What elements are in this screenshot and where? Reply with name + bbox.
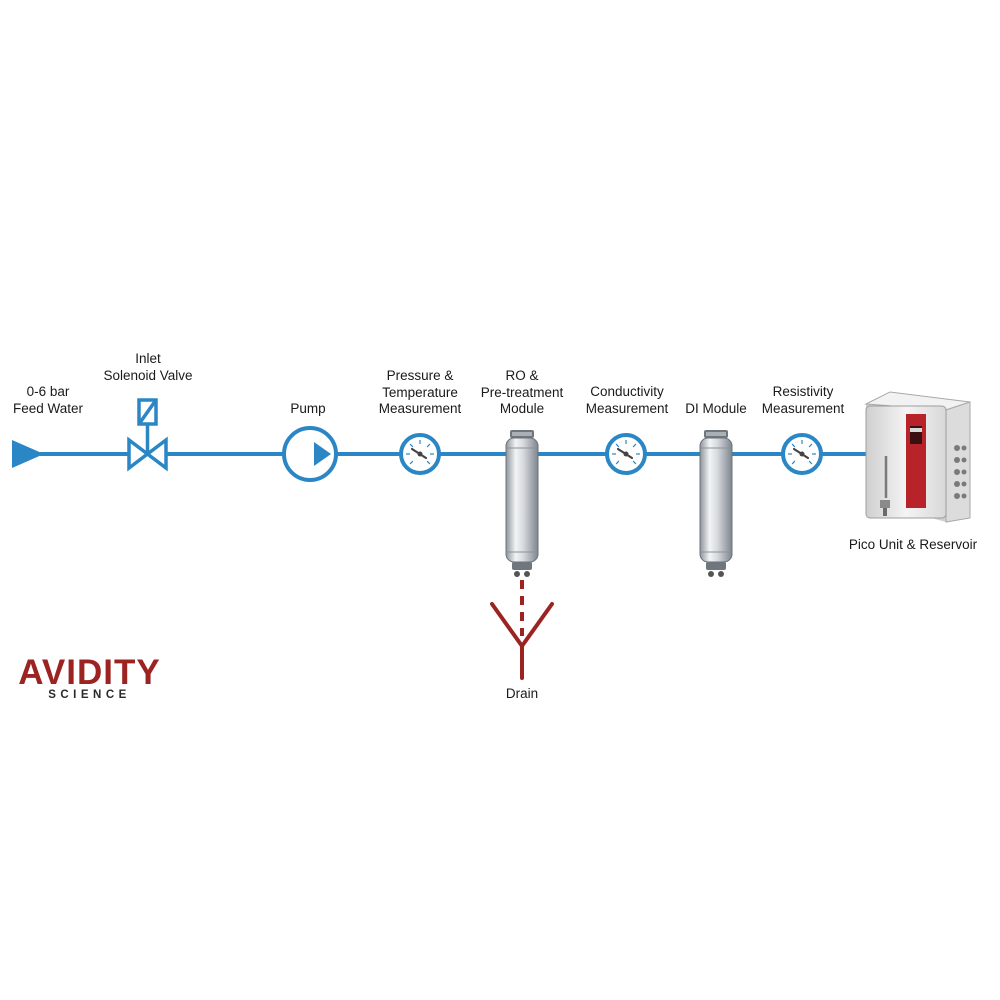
- resistivity-label: Resistivity Measurement: [761, 384, 845, 416]
- drain-funnel-icon: [490, 602, 554, 680]
- gauge-icon: [781, 433, 823, 475]
- pico-unit-icon: [864, 391, 971, 523]
- solenoid-valve-icon: [127, 398, 168, 472]
- feed-water-label: 0-6 bar Feed Water: [12, 384, 84, 416]
- pressure-temperature-label: Pressure & Temperature Measurement: [378, 368, 462, 416]
- di-module-label: DI Module: [685, 401, 747, 416]
- drain-label: Drain: [505, 686, 539, 701]
- conductivity-label: Conductivity Measurement: [585, 384, 669, 416]
- pump-icon: [282, 426, 338, 482]
- filter-cartridge-icon: [505, 430, 539, 577]
- brand-name: AVIDITY: [18, 653, 161, 692]
- avidity-science-logo: AVIDITY SCIENCE: [12, 653, 167, 702]
- pump-label: Pump: [290, 401, 326, 416]
- gauge-icon: [605, 433, 647, 475]
- solenoid-valve-label: Inlet Solenoid Valve: [103, 351, 193, 383]
- inlet-arrow-icon: [12, 440, 44, 468]
- pico-unit-label: Pico Unit & Reservoir: [848, 537, 978, 552]
- ro-module-label: RO & Pre-treatment Module: [480, 368, 564, 416]
- gauge-icon: [399, 433, 441, 475]
- brand-subtitle: SCIENCE: [48, 689, 131, 701]
- filter-cartridge-icon: [699, 430, 733, 577]
